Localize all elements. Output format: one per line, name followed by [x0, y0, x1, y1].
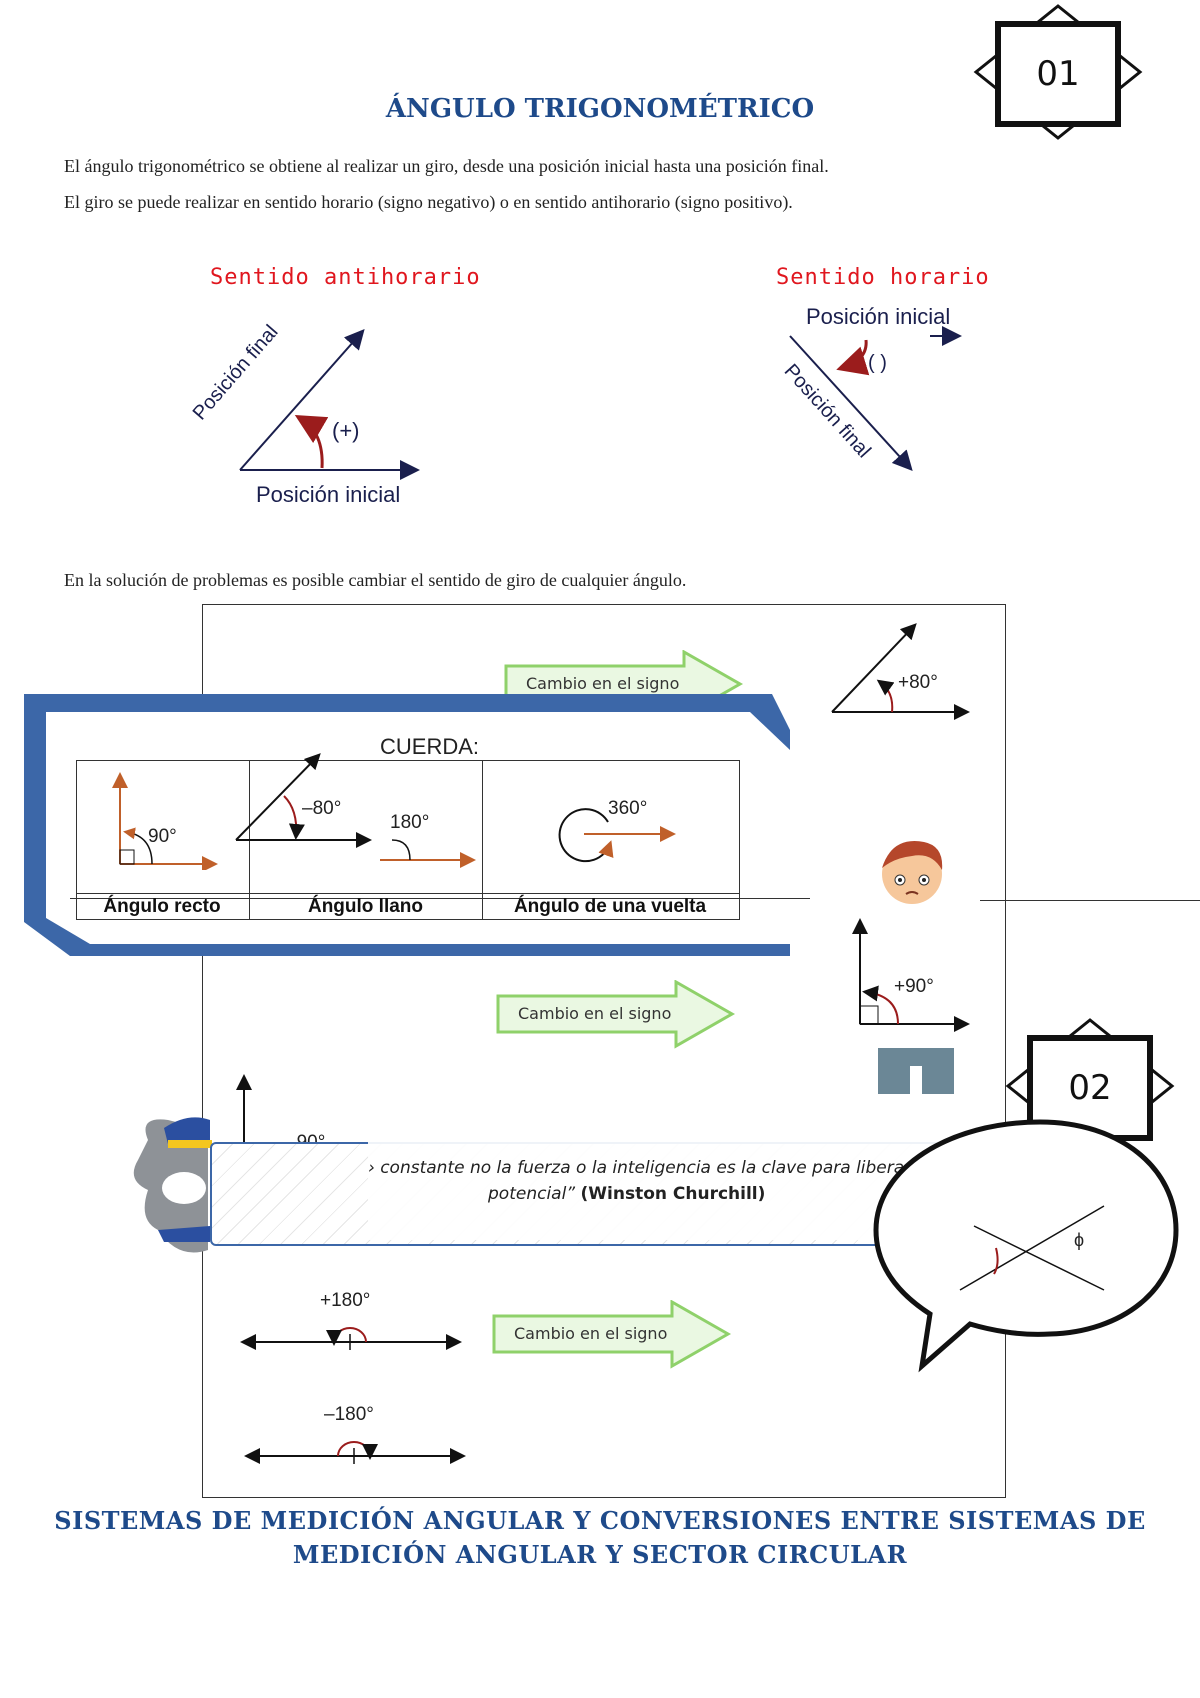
col-name-recto: Ángulo recto	[103, 896, 221, 917]
clockwise-diagram	[789, 326, 962, 471]
counterclockwise-diagram	[239, 329, 420, 480]
angle-plus180-diagram	[240, 1327, 462, 1350]
badge-number-2: 02	[1068, 1068, 1112, 1108]
quote-line-2: potencial” (Winston Churchill)	[488, 1184, 765, 1204]
badge-02: 02	[1004, 1018, 1176, 1154]
arrow-label-2: Cambio en el signo	[518, 1004, 672, 1023]
label-90: 90°	[148, 826, 177, 847]
wolf-mascot-icon	[133, 1117, 212, 1253]
table-overlay-line	[70, 898, 810, 899]
heading-antihorario: Sentido antihorario	[210, 265, 481, 290]
intro-line-2: El giro se puede realizar en sentido hor…	[64, 192, 793, 212]
quote-word: potencial”	[488, 1184, 576, 1204]
full-turn-diagram	[558, 808, 676, 863]
label-plus80: +80°	[898, 672, 938, 693]
boy-legs-icon	[878, 1048, 954, 1094]
label-plus180: +180°	[320, 1290, 371, 1311]
angle-minus80-diagram	[235, 753, 372, 848]
bubble-symbol: ϕ	[1074, 1230, 1085, 1250]
green-arrow-3	[492, 1300, 732, 1369]
badge-01: 01	[972, 4, 1144, 140]
angle-plus90-diagram	[852, 918, 970, 1032]
sign-change-intro: En la solución de problemas es posible c…	[64, 570, 687, 590]
speech-bubble	[873, 1119, 1179, 1373]
sign-plus: (+)	[332, 418, 360, 443]
label-minus80: –80°	[302, 798, 342, 819]
col-name-vuelta: Ángulo de una vuelta	[513, 896, 707, 917]
label-posicion-inicial-right: Posición inicial	[806, 304, 951, 329]
page-title: ÁNGULO TRIGONOMÉTRICO	[385, 94, 815, 124]
sign-negative: ( )	[868, 352, 887, 374]
boy-face-icon	[882, 841, 943, 904]
intro-line-1: El ángulo trigonométrico se obtiene al r…	[64, 156, 829, 176]
star-frame-icon-2	[1005, 1018, 1175, 1154]
frame-right-line	[980, 900, 1200, 901]
straight-angle-diagram	[380, 839, 476, 868]
recuerda-title: CUERDA:	[380, 734, 480, 759]
quote-author: (Winston Churchill)	[580, 1184, 766, 1204]
green-arrow-2	[496, 980, 736, 1049]
badge-number: 01	[1036, 54, 1080, 94]
angle-plus80-diagram	[831, 623, 970, 720]
angle-minus180-diagram	[244, 1441, 466, 1464]
arrow-label-3: Cambio en el signo	[514, 1324, 668, 1343]
label-360: 360°	[608, 798, 648, 819]
label-minus180: –180°	[324, 1404, 374, 1425]
sign-change-frame	[202, 604, 1006, 1498]
label-plus90: +90°	[894, 976, 934, 997]
quote-line-1: › constante no la fuerza o la inteligenc…	[368, 1158, 982, 1178]
section-title-line-2: MEDICIÓN ANGULAR Y SECTOR CIRCULAR	[292, 1540, 908, 1569]
arrow-label-1: Cambio en el signo	[526, 674, 680, 693]
right-angle-diagram	[112, 772, 218, 870]
heading-horario: Sentido horario	[776, 265, 990, 290]
star-frame-icon	[973, 4, 1143, 140]
label-posicion-inicial-left: Posición inicial	[256, 482, 401, 507]
recuerda-frame	[24, 694, 790, 956]
col-name-llano: Ángulo llano	[307, 896, 424, 917]
section-title-line-1: SISTEMAS DE MEDICIÓN ANGULAR Y CONVERSIO…	[54, 1506, 1146, 1535]
label-180: 180°	[390, 812, 430, 833]
